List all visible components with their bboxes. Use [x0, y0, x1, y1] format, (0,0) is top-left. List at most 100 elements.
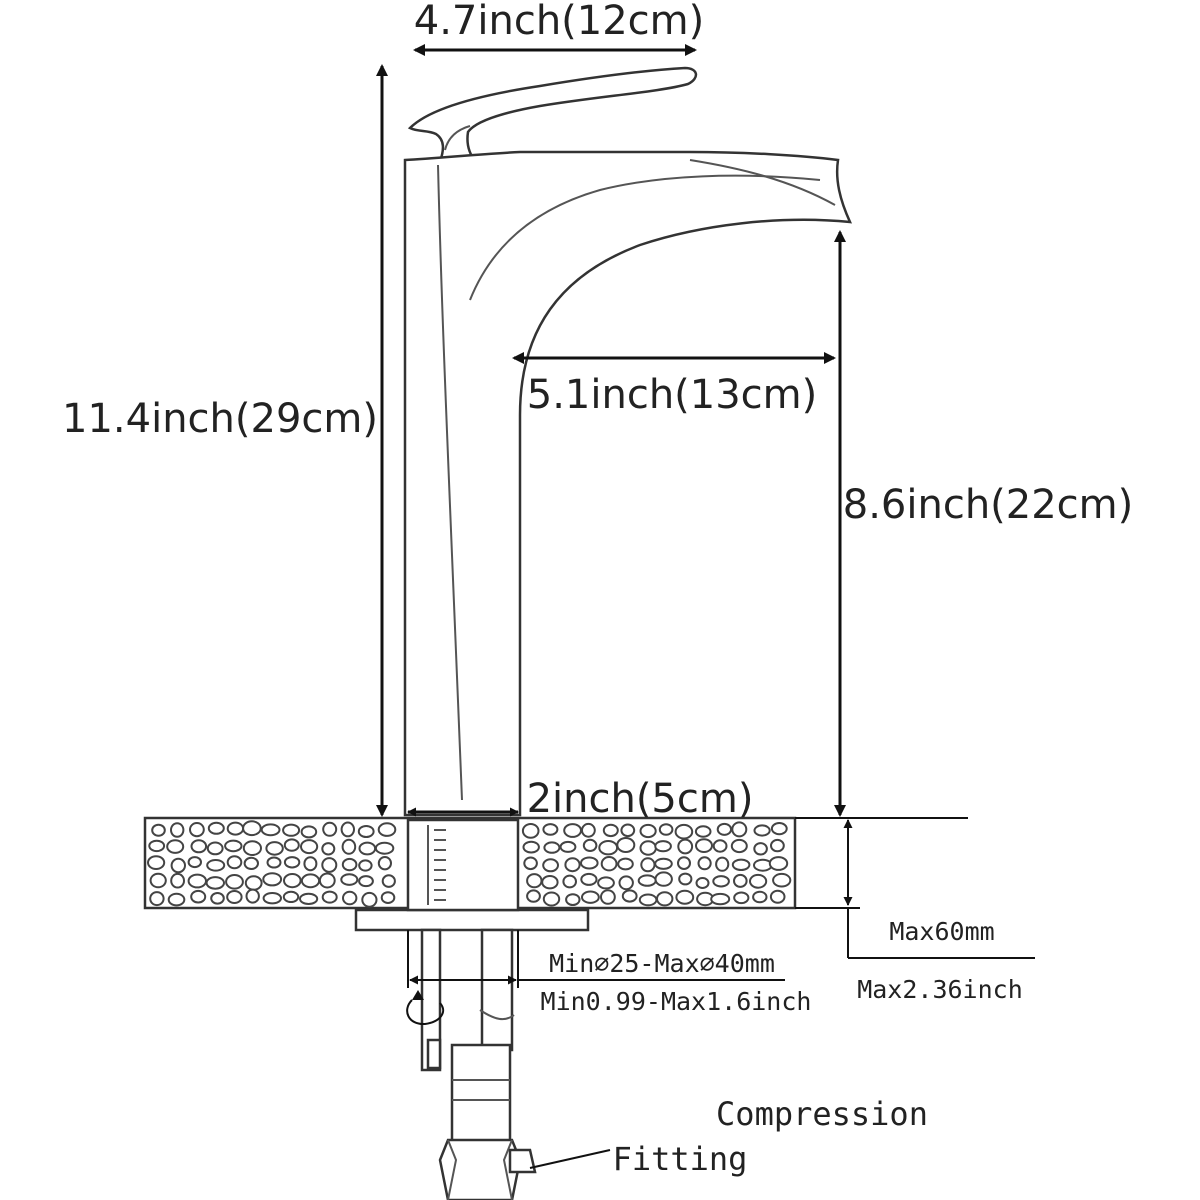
- stone-pebble: [695, 838, 713, 853]
- stone-pebble: [244, 875, 263, 891]
- stone-pebble: [597, 876, 615, 890]
- stone-pebble: [149, 891, 165, 907]
- stone-pebble: [190, 839, 208, 854]
- stone-pebble: [580, 856, 599, 870]
- stone-pebble: [694, 825, 712, 838]
- stone-pebble: [542, 823, 559, 836]
- stone-pebble: [262, 892, 282, 905]
- stone-pebble: [677, 856, 691, 870]
- stone-pebble: [299, 892, 319, 906]
- stone-pebble: [282, 890, 300, 904]
- stone-pebble: [522, 840, 540, 854]
- stone-pebble: [167, 892, 186, 907]
- stone-pebble: [358, 875, 374, 888]
- stone-pebble: [377, 856, 392, 871]
- stone-pebble: [542, 858, 559, 873]
- supply-tube-upper: [480, 928, 514, 1052]
- dim-hole-diameter: Min⌀25-Max⌀40mm Min0.99-Max1.6inch: [407, 930, 811, 1016]
- stone-pebble: [210, 892, 225, 905]
- stone-pebble: [678, 872, 693, 886]
- stone-pebble: [170, 872, 186, 889]
- stone-pebble: [602, 823, 619, 838]
- dim-deck-thickness: Max60mm Max2.36inch: [843, 819, 1035, 1004]
- stone-pebble: [600, 889, 616, 905]
- stone-pebble: [621, 889, 638, 903]
- fitting-label-line1: Compression: [716, 1095, 928, 1133]
- stone-pebble: [753, 858, 773, 872]
- stone-pebble: [639, 840, 657, 856]
- stone-pebble: [526, 873, 543, 889]
- handle-width-label: 4.7inch(12cm): [414, 0, 705, 44]
- stone-pebble: [674, 823, 694, 840]
- stone-pebble: [358, 859, 373, 872]
- stone-pebble: [190, 889, 207, 904]
- deck-thickness-inch: Max2.36inch: [857, 975, 1023, 1004]
- stone-pebble: [620, 823, 636, 838]
- stone-pebble: [341, 838, 357, 855]
- stone-pebble: [242, 820, 262, 837]
- dim-base-diameter: 2inch(5cm): [407, 776, 754, 822]
- stone-pebble: [322, 821, 338, 837]
- deck-thickness-mm: Max60mm: [889, 917, 994, 946]
- stone-pebble: [598, 840, 619, 856]
- stone-pebble: [361, 891, 378, 908]
- stone-pebble: [166, 839, 185, 854]
- stone-pebble: [541, 875, 559, 890]
- stone-pebble: [770, 822, 788, 836]
- stone-pebble: [340, 821, 355, 838]
- stone-pebble: [207, 821, 225, 835]
- spout-reach-label: 5.1inch(13cm): [527, 372, 818, 418]
- stone-pebble: [148, 839, 166, 853]
- stone-pebble: [170, 857, 187, 874]
- stone-pebble: [731, 821, 748, 838]
- stone-pebble: [542, 891, 561, 907]
- stone-pebble: [151, 823, 166, 837]
- hole-diameter-mm: Min⌀25-Max⌀40mm: [549, 949, 775, 978]
- stone-pebble: [753, 824, 771, 837]
- stone-pebble: [523, 856, 538, 871]
- base-diameter-label: 2inch(5cm): [527, 776, 754, 822]
- stone-pebble: [654, 840, 672, 853]
- stone-pebble: [341, 857, 358, 872]
- stone-pebble: [283, 838, 300, 852]
- stone-pebble: [715, 856, 730, 872]
- stone-pebble: [654, 871, 673, 887]
- stone-pebble: [149, 872, 167, 889]
- dim-total-height: 11.4inch(29cm): [62, 64, 388, 817]
- stone-pebble: [300, 873, 321, 889]
- faucet-spout: [403, 150, 853, 817]
- shank: [406, 818, 520, 912]
- stone-pebble: [712, 875, 730, 888]
- stone-pebble: [147, 855, 166, 870]
- stone-pebble: [377, 822, 397, 837]
- stone-pebble: [265, 841, 284, 856]
- stone-pebble: [380, 891, 396, 904]
- stone-pebble: [245, 888, 260, 904]
- stone-pebble: [543, 841, 561, 854]
- stone-pebble: [677, 838, 694, 855]
- stone-pebble: [675, 889, 695, 905]
- stone-pebble: [654, 857, 673, 870]
- stone-pebble: [658, 823, 674, 836]
- stone-pebble: [697, 856, 712, 871]
- stone-pebble: [731, 858, 751, 871]
- stone-pebble: [712, 839, 728, 853]
- stone-pebble: [321, 842, 336, 856]
- stone-pebble: [656, 891, 674, 907]
- stone-pebble: [226, 821, 245, 836]
- stone-pebble: [582, 838, 598, 853]
- countertop: [143, 816, 968, 910]
- stone-pebble: [206, 859, 226, 872]
- stone-pebble: [616, 837, 636, 853]
- stone-pebble: [300, 839, 319, 855]
- stone-pebble: [358, 841, 377, 856]
- stone-pebble: [342, 890, 358, 906]
- stone-pebble: [226, 890, 243, 904]
- stone-pebble: [565, 893, 581, 906]
- stone-pebble: [749, 873, 768, 889]
- stone-pebble: [716, 822, 733, 836]
- stone-pebble: [260, 823, 281, 837]
- stone-pebble: [753, 842, 768, 856]
- stone-pebble: [303, 856, 318, 872]
- stone-pebble: [282, 823, 301, 837]
